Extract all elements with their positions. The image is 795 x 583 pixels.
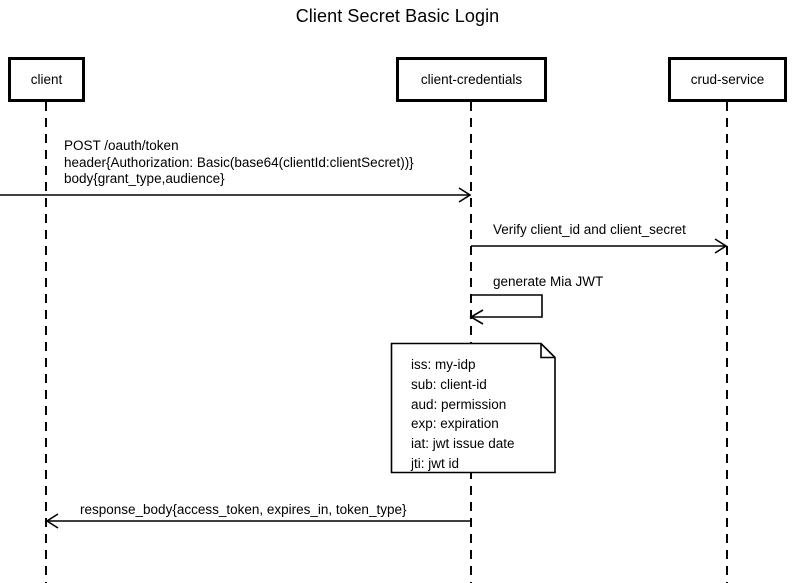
participant-label-client: client [30, 72, 63, 87]
note-text-jwt-claims: iss: my-idp sub: client-id aud: permissi… [411, 357, 515, 471]
message-arrow-verify [471, 238, 728, 254]
message-label-verify: Verify client_id and client_secret [493, 222, 686, 237]
participant-box-client-credentials[interactable]: client-credentials [396, 57, 547, 102]
message-arrow-token-request [0, 187, 472, 203]
page-title: Client Secret Basic Login [295, 6, 500, 26]
note-shape [390, 342, 556, 474]
message-label-generate: generate Mia JWT [493, 274, 604, 289]
message-arrow-generate-self-loop [469, 294, 543, 325]
participant-box-client[interactable]: client [8, 57, 85, 102]
message-label-token-request: POST /oauth/token header{Authorization: … [64, 138, 414, 186]
message-label-response: response_body{access_token, expires_in, … [80, 502, 407, 517]
participant-label-crud-service: crud-service [690, 72, 765, 87]
participant-label-client-credentials: client-credentials [420, 72, 523, 87]
message-arrow-response [45, 513, 471, 529]
participant-box-crud-service[interactable]: crud-service [668, 57, 787, 102]
